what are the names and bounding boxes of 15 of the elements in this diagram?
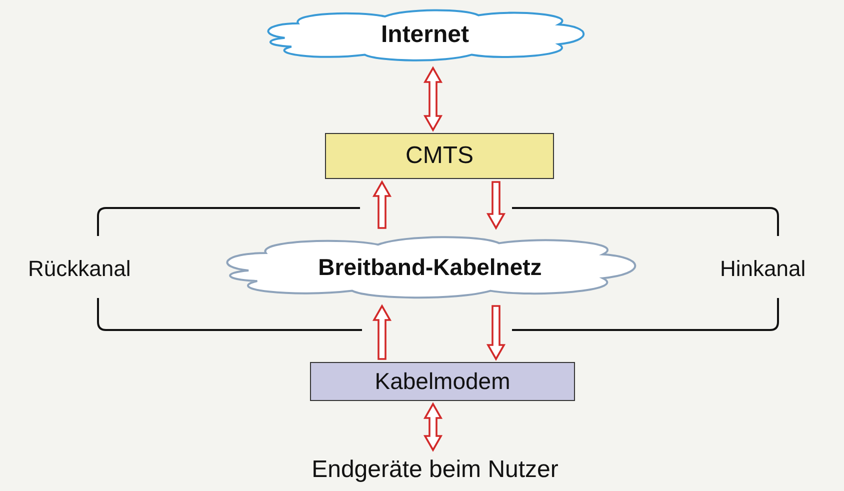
endpoint-text: Endgeräte beim Nutzer bbox=[312, 456, 558, 484]
double-outline-arrow bbox=[486, 305, 506, 361]
double-outline-arrow bbox=[372, 180, 392, 229]
channel-label: Rückkanal bbox=[28, 256, 131, 282]
double-outline-arrow bbox=[486, 181, 506, 230]
double-outline-arrow bbox=[372, 304, 392, 360]
node-label: Breitband-Kabelnetz bbox=[318, 254, 542, 280]
node-label: Kabelmodem bbox=[374, 368, 510, 395]
double-outline-arrow bbox=[423, 66, 443, 132]
node-label: CMTS bbox=[406, 142, 474, 170]
channel-label: Hinkanal bbox=[720, 256, 806, 282]
double-outline-arrow bbox=[423, 402, 443, 452]
process-box bbox=[310, 362, 575, 401]
node-label: Internet bbox=[380, 21, 469, 49]
process-box bbox=[325, 133, 554, 179]
